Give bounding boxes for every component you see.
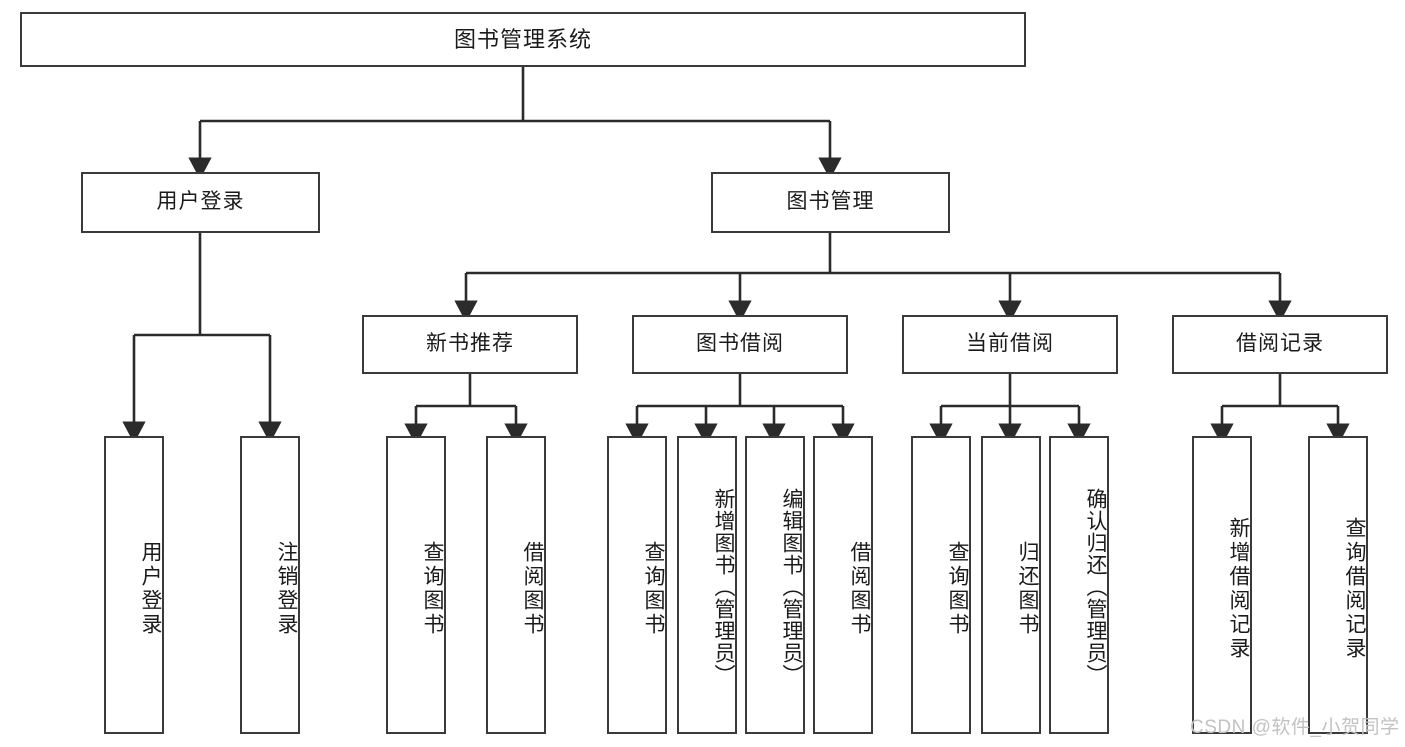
- leaf-new-book-query-book[interactable]: 查询图书: [386, 436, 446, 734]
- leaf-borrow-record-add-record[interactable]: 新增借阅记录: [1192, 436, 1252, 734]
- node-book-management[interactable]: 图书管理: [711, 172, 950, 233]
- csdn-watermark: CSDN @软件_小贺同学: [1190, 717, 1400, 738]
- leaf-new-book-borrow-book[interactable]: 借阅图书: [486, 436, 546, 734]
- leaf-book-borrow-add-book-admin[interactable]: 新增图书（管理员）: [677, 436, 737, 734]
- node-current-borrow[interactable]: 当前借阅: [902, 315, 1118, 374]
- leaf-current-borrow-query-book[interactable]: 查询图书: [911, 436, 971, 734]
- leaf-user-login-logout[interactable]: 注销登录: [240, 436, 300, 734]
- node-new-book-recommend[interactable]: 新书推荐: [362, 315, 578, 374]
- node-root-system[interactable]: 图书管理系统: [20, 12, 1026, 67]
- node-user-login[interactable]: 用户登录: [81, 172, 320, 233]
- leaf-user-login-login[interactable]: 用户登录: [104, 436, 164, 734]
- leaf-borrow-record-query-record[interactable]: 查询借阅记录: [1308, 436, 1368, 734]
- node-book-borrow[interactable]: 图书借阅: [632, 315, 848, 374]
- leaf-current-borrow-confirm-return-admin[interactable]: 确认归还（管理员）: [1049, 436, 1109, 734]
- leaf-current-borrow-return-book[interactable]: 归还图书: [981, 436, 1041, 734]
- node-borrow-record[interactable]: 借阅记录: [1172, 315, 1388, 374]
- leaf-book-borrow-borrow-book[interactable]: 借阅图书: [813, 436, 873, 734]
- leaf-book-borrow-query-book[interactable]: 查询图书: [607, 436, 667, 734]
- leaf-book-borrow-edit-book-admin[interactable]: 编辑图书（管理员）: [745, 436, 805, 734]
